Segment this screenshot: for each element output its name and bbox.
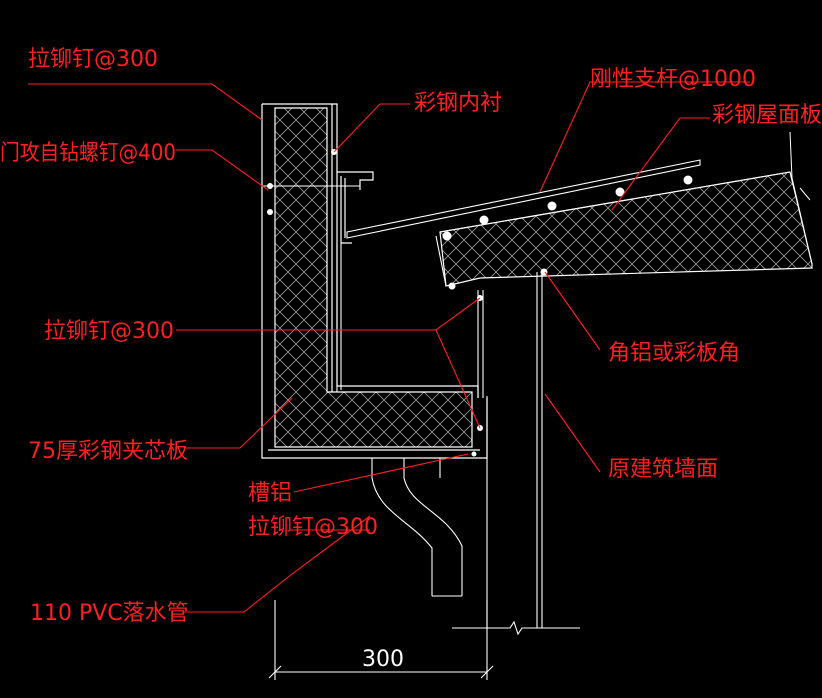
roof-screws <box>442 175 693 290</box>
dimension-line <box>268 600 494 680</box>
roof-panel <box>346 131 813 287</box>
downpipe <box>371 458 463 597</box>
label-self-tapping-screw: 门攻自钻螺钉@400 <box>0 141 176 166</box>
label-roof-panel: 彩钢屋面板 <box>712 103 822 128</box>
label-rigid-strut: 刚性支杆@1000 <box>590 67 756 92</box>
label-rivet-mid: 拉铆钉@300 <box>44 319 174 344</box>
dimension-width: 300 <box>362 647 404 672</box>
leader-lines <box>28 81 750 613</box>
labels: 拉铆钉@300 门攻自钻螺钉@400 彩钢内衬 刚性支杆@1000 彩钢屋面板 … <box>0 47 822 626</box>
label-gutter-aluminium: 槽铝 <box>248 481 292 506</box>
label-sandwich-panel: 75厚彩钢夹芯板 <box>28 439 188 464</box>
existing-wall <box>452 272 580 636</box>
steel-lining <box>336 243 342 392</box>
label-rivet-top: 拉铆钉@300 <box>28 47 158 72</box>
label-rivet-bottom: 拉铆钉@300 <box>248 515 378 540</box>
label-angle-aluminium: 角铝或彩板角 <box>608 341 740 366</box>
sandwich-panel <box>274 107 473 448</box>
label-downpipe: 110 PVC落水管 <box>30 601 189 626</box>
label-existing-wall: 原建筑墙面 <box>608 457 718 482</box>
label-steel-lining: 彩钢内衬 <box>414 91 502 116</box>
